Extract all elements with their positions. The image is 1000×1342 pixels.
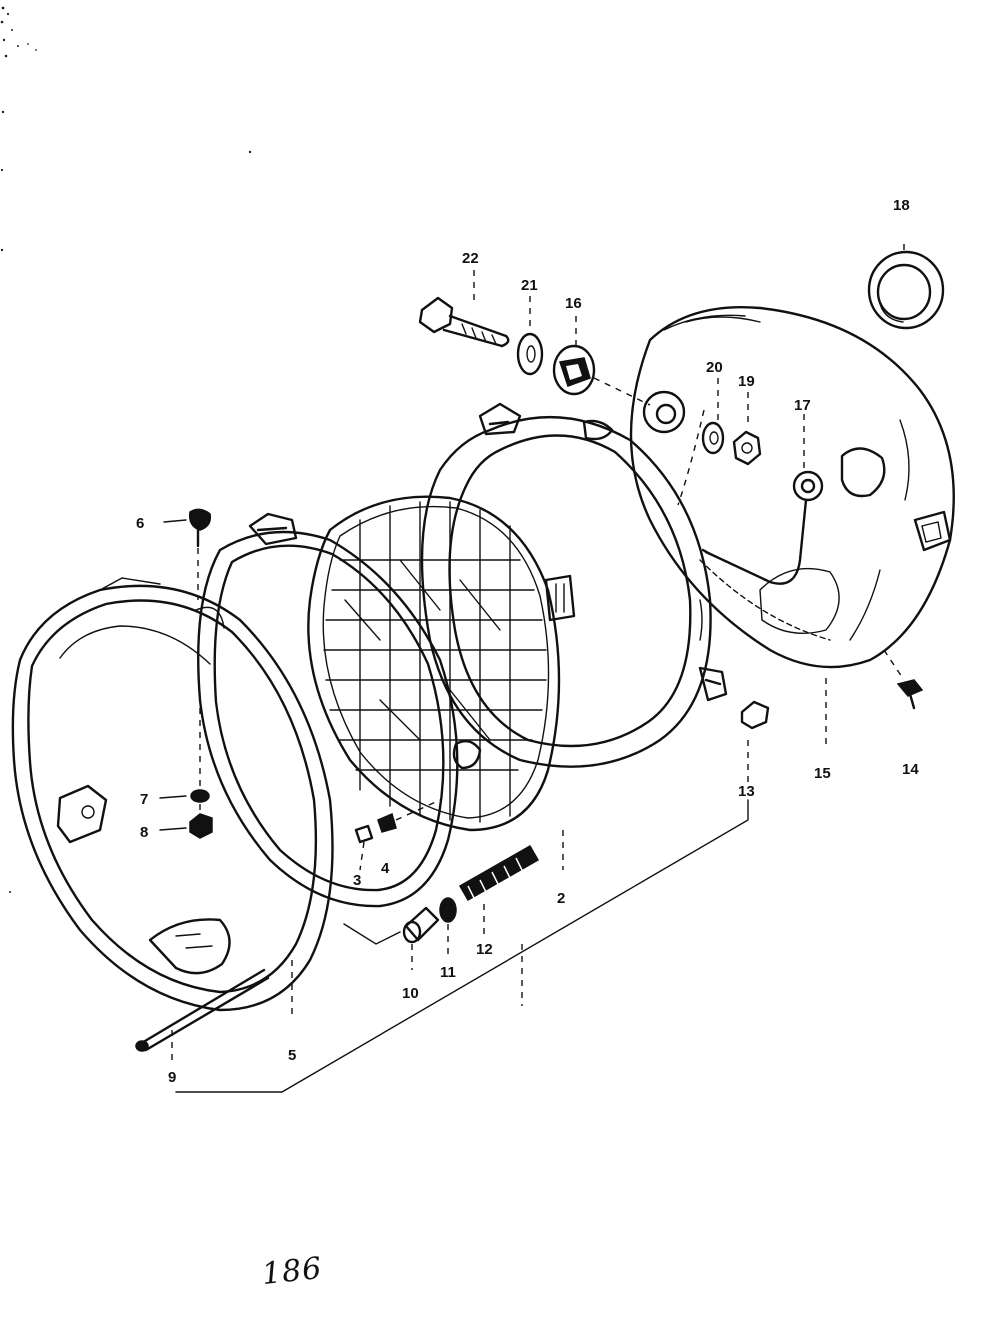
- part-2-sealed-beam: [307, 495, 576, 832]
- part-9-adjust-screw: [135, 968, 270, 1060]
- callout-10: 10: [402, 985, 419, 1002]
- part-inner-retaining-ring: [195, 512, 459, 908]
- callout-20: 20: [706, 359, 723, 376]
- callout-13: 13: [738, 783, 755, 800]
- callout-12: 12: [476, 941, 493, 958]
- callout-7: 7: [140, 791, 148, 808]
- part-3-screw: [354, 824, 374, 871]
- callout-4: 4: [381, 860, 390, 877]
- callout-16: 16: [565, 295, 582, 312]
- part-16-rubber-bush: [552, 344, 596, 396]
- part-18-rubber-ring: [867, 250, 945, 330]
- part-21-washer: [516, 332, 544, 376]
- part-5-headlight-rim: [11, 577, 334, 1012]
- callout-21: 21: [521, 277, 538, 294]
- part-11-washer: [439, 897, 457, 960]
- handwritten-page-number: 186: [260, 1250, 324, 1293]
- scan-speckle: [0, 6, 252, 893]
- part-22-bolt: [418, 296, 510, 348]
- leader-16-to-housing: [593, 377, 651, 406]
- part-14-screw: [883, 649, 924, 710]
- callout-labels: 1 2 3 4 5 6 7 8 9 10 11 12 13 14 15 16 1…: [136, 197, 919, 1086]
- callout-18: 18: [893, 197, 910, 214]
- part-20-washer: [701, 421, 725, 455]
- callout-19: 19: [738, 373, 755, 390]
- callout-11: 11: [440, 964, 456, 981]
- part-12-spring: [458, 844, 540, 936]
- part-10-collar: [402, 906, 440, 970]
- part-6-screw: [188, 508, 212, 600]
- part-13-nut: [740, 700, 770, 730]
- callout-3: 3: [353, 872, 361, 889]
- part-1-mounting-frame: [420, 402, 728, 768]
- callout-2: 2: [557, 890, 565, 907]
- callout-22: 22: [462, 250, 479, 267]
- callout-5: 5: [288, 1047, 296, 1064]
- callout-8: 8: [140, 824, 148, 841]
- callout-6: 6: [136, 515, 144, 532]
- part-8-nut: [189, 700, 213, 839]
- callout-17: 17: [794, 397, 811, 414]
- callout-9: 9: [168, 1069, 176, 1086]
- part-4-screw: [377, 799, 441, 833]
- group-bracket: [159, 244, 905, 1093]
- callout-14: 14: [902, 761, 919, 778]
- part-15-housing-shell: [629, 306, 955, 669]
- callout-15: 15: [814, 765, 831, 782]
- part-19-nut: [732, 430, 762, 466]
